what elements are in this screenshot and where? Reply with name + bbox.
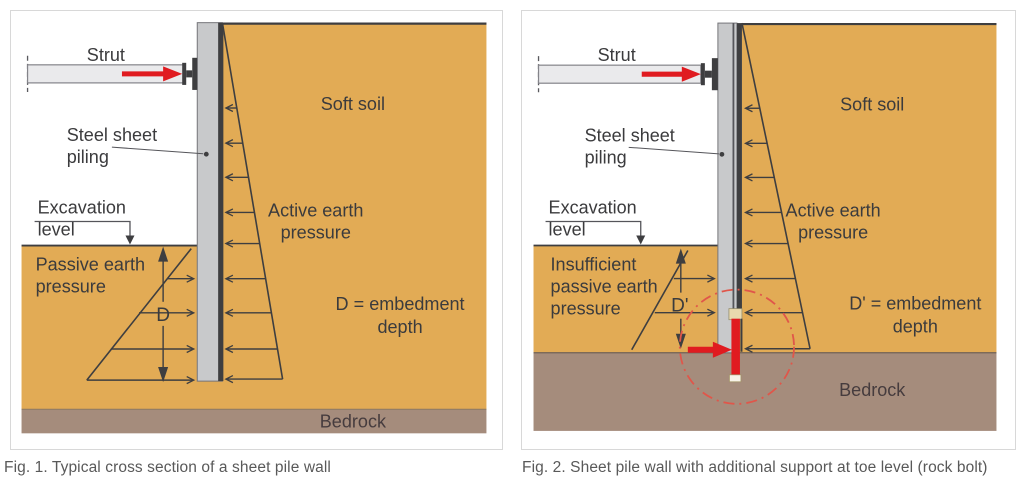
embedment-dimension: D: [156, 246, 170, 383]
piling-label-line1: Steel sheet: [67, 125, 157, 145]
soil-fill: [533, 23, 997, 353]
strut-assembly: [26, 55, 198, 92]
soft-soil-label: Soft soil: [840, 94, 904, 114]
strut-waling-connector: [182, 57, 198, 90]
strut-waling-connector: [700, 58, 718, 91]
excavation-arrow-icon: [125, 235, 135, 245]
passive-pressure-diagram: [86, 248, 196, 385]
embedment-symbol: D': [671, 296, 688, 317]
active-pressure-diagram: [221, 22, 284, 384]
dim-arrow-down-icon: [158, 367, 169, 383]
wall-dark-edge: [218, 22, 224, 382]
bolt-force-arrowhead-icon: [712, 341, 732, 358]
wall-dark-edge: [736, 23, 742, 310]
excavation-label-line1: Excavation: [38, 197, 126, 217]
figure2-diagram: D' Strut Soft soil Steel: [533, 22, 997, 431]
piling-label-line2: piling: [585, 147, 627, 167]
strut-label: Strut: [598, 45, 636, 65]
piling-label-line1: Steel sheet: [585, 125, 675, 145]
figure1-panel: D Strut Soft soil Steel sheet piling Exc…: [10, 10, 503, 450]
figure2-panel: D' Strut Soft soil Steel: [521, 10, 1016, 450]
excavation-label-line2: level: [38, 220, 75, 240]
passive-pressure-arrows: [86, 274, 196, 385]
active-pressure-arrows: [743, 104, 811, 353]
bolt-edge-line: [740, 318, 743, 352]
dim-arrow-up-icon: [158, 246, 169, 262]
sheet-pile-wall: [717, 22, 742, 354]
excavation-marker: [545, 220, 646, 245]
rock-bolt-assembly: [678, 288, 795, 405]
active-pressure-diagram: [741, 22, 811, 353]
embedment-label-line1: D' = embedment: [849, 294, 981, 314]
passive-label-line1: Passive earth: [36, 255, 145, 275]
active-label-line2: pressure: [798, 223, 868, 243]
excavation-label-line2: level: [549, 220, 586, 240]
active-pressure-diagonal: [221, 22, 284, 380]
bedrock-label: Bedrock: [839, 380, 906, 400]
bedrock-layer: [533, 352, 997, 431]
excavation-label-line1: Excavation: [549, 197, 637, 217]
figure1-diagram: D Strut Soft soil Steel sheet piling Exc…: [21, 22, 487, 434]
piling-leader: [628, 146, 725, 157]
active-label-line2: pressure: [281, 223, 351, 243]
sheet-pile-wall: [196, 22, 224, 382]
piling-label-line2: piling: [67, 147, 109, 167]
embedment-dimension: D': [671, 248, 689, 349]
excavation-arrow-icon: [636, 235, 646, 245]
strut-label: Strut: [87, 45, 125, 65]
active-pressure-arrows: [224, 103, 283, 384]
bolt-anchor-head: [728, 308, 743, 321]
embedment-label-line2: depth: [893, 317, 938, 337]
excavation-marker: [34, 220, 135, 245]
embedment-label-line1: D = embedment: [336, 294, 465, 314]
passive-label-line3: pressure: [551, 299, 621, 319]
embedment-label-line2: depth: [377, 317, 422, 337]
passive-label-line2: passive earth: [551, 277, 658, 297]
active-pressure-diagonal: [741, 22, 811, 349]
active-label-line1: Active earth: [786, 200, 881, 220]
bolt-toe-cap: [729, 374, 742, 383]
leader-dot-icon: [719, 151, 725, 157]
strut-assembly: [537, 56, 718, 93]
soil-fill: [21, 22, 487, 410]
passive-pressure-diagonal: [86, 248, 192, 381]
strut-force-arrowhead-icon: [163, 66, 183, 82]
passive-pressure-diagonal: [631, 250, 689, 351]
toe-highlight-circle: [678, 288, 795, 405]
active-label-line1: Active earth: [268, 200, 363, 220]
rock-bolt: [731, 318, 740, 376]
leader-dot-icon: [203, 151, 209, 157]
bedrock-label: Bedrock: [320, 411, 387, 431]
piling-leader: [111, 146, 209, 157]
figure1-caption: Fig. 1. Typical cross section of a sheet…: [4, 459, 331, 476]
bedrock-layer: [21, 409, 487, 434]
figure2-caption: Fig. 2. Sheet pile wall with additional …: [522, 459, 988, 476]
embedment-symbol: D: [156, 305, 170, 326]
dim-arrow-up-icon: [675, 248, 686, 264]
passive-label-line2: pressure: [36, 277, 106, 297]
soft-soil-label: Soft soil: [321, 94, 385, 114]
passive-label-line1: Insufficient: [551, 255, 637, 275]
strut-force-arrowhead-icon: [681, 66, 701, 82]
